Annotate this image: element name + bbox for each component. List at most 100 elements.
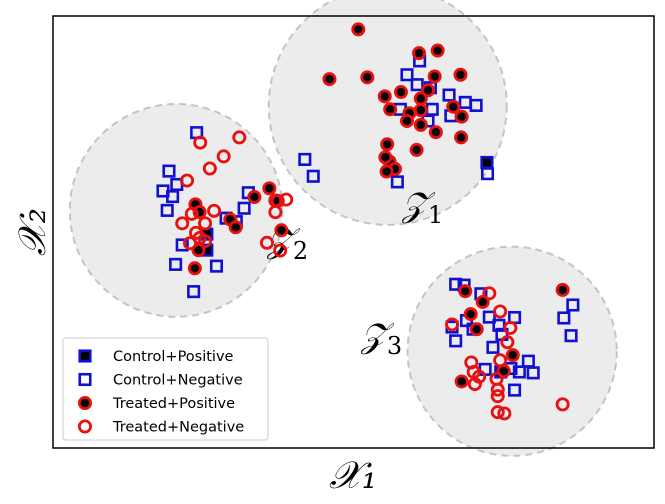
point-treated-negative bbox=[183, 236, 198, 251]
point-treated-negative bbox=[493, 353, 508, 368]
point-control-negative bbox=[156, 184, 170, 198]
point-treated-negative bbox=[279, 192, 294, 207]
point-control-positive bbox=[480, 155, 494, 169]
series-treated-negative bbox=[175, 130, 570, 421]
point-treated-positive bbox=[413, 91, 428, 106]
cluster-label-subscript-2: 2 bbox=[293, 237, 308, 265]
point-treated-negative bbox=[202, 161, 217, 176]
cluster-label-3: 𝒵3 bbox=[360, 316, 402, 360]
point-control-negative bbox=[480, 167, 495, 181]
point-treated-positive bbox=[413, 103, 428, 118]
point-control-negative bbox=[187, 285, 201, 299]
point-treated-positive bbox=[413, 117, 428, 132]
point-treated-negative bbox=[268, 205, 283, 220]
point-treated-positive bbox=[555, 282, 570, 297]
point-treated-positive bbox=[393, 85, 408, 100]
point-treated-positive bbox=[428, 125, 443, 140]
y-axis-label: 𝒳₂ bbox=[10, 208, 54, 256]
cluster-label-1: 𝒵1 bbox=[401, 185, 443, 229]
legend-box bbox=[62, 337, 269, 441]
point-treated-positive bbox=[458, 284, 473, 299]
point-treated-positive bbox=[399, 113, 414, 128]
legend-marker-control-negative bbox=[78, 372, 92, 387]
point-treated-positive bbox=[454, 374, 469, 389]
point-treated-negative bbox=[216, 149, 231, 164]
point-treated-negative bbox=[482, 286, 497, 301]
point-treated-negative bbox=[503, 320, 518, 335]
point-treated-positive bbox=[377, 89, 392, 104]
point-treated-positive bbox=[322, 72, 337, 87]
point-control-negative bbox=[512, 365, 526, 379]
point-control-negative bbox=[175, 238, 189, 252]
point-treated-positive bbox=[379, 164, 394, 179]
point-control-negative bbox=[486, 340, 500, 354]
x-axis-label: 𝒳₁ bbox=[329, 453, 377, 497]
legend-label-treated-positive: Treated+Positive bbox=[112, 396, 235, 412]
point-treated-positive bbox=[247, 190, 262, 205]
legend-marker-treated-negative bbox=[78, 419, 93, 434]
cluster-region-2 bbox=[68, 103, 284, 318]
point-control-negative bbox=[162, 164, 176, 178]
legend-marker-control-positive bbox=[78, 349, 92, 363]
point-treated-negative bbox=[259, 235, 274, 250]
point-control-negative bbox=[209, 259, 224, 273]
legend-item-control-negative: Control+Negative bbox=[78, 372, 243, 389]
point-treated-positive bbox=[274, 223, 289, 238]
legend-label-control-negative: Control+Negative bbox=[113, 373, 243, 389]
point-control-negative bbox=[508, 383, 522, 397]
point-control-negative bbox=[566, 298, 580, 312]
point-treated-positive bbox=[463, 307, 478, 322]
point-treated-negative bbox=[180, 173, 195, 188]
point-control-negative bbox=[469, 98, 483, 112]
point-treated-negative bbox=[555, 397, 570, 412]
point-control-negative bbox=[169, 257, 183, 271]
point-treated-negative bbox=[490, 389, 505, 404]
point-treated-negative bbox=[198, 234, 213, 249]
point-treated-positive bbox=[427, 69, 442, 84]
cluster-label-subscript-1: 1 bbox=[428, 201, 443, 229]
point-treated-negative bbox=[184, 206, 199, 221]
point-treated-negative bbox=[497, 406, 512, 421]
cluster-label-subscript-3: 3 bbox=[387, 332, 402, 360]
point-control-negative bbox=[160, 203, 174, 217]
point-treated-positive bbox=[262, 181, 277, 196]
point-treated-positive bbox=[360, 70, 375, 85]
point-control-negative bbox=[564, 329, 578, 343]
point-treated-positive bbox=[378, 150, 393, 165]
point-control-negative bbox=[557, 311, 571, 325]
point-treated-positive bbox=[453, 67, 468, 82]
point-treated-positive bbox=[383, 102, 398, 117]
point-treated-positive bbox=[505, 348, 520, 363]
point-treated-negative bbox=[472, 369, 487, 384]
point-control-negative bbox=[306, 169, 320, 183]
point-treated-negative bbox=[232, 130, 247, 145]
point-treated-positive bbox=[446, 99, 461, 114]
point-treated-positive bbox=[351, 22, 366, 37]
data-points bbox=[156, 22, 580, 421]
point-treated-positive bbox=[469, 322, 484, 337]
plot-area-frame bbox=[52, 15, 655, 449]
point-treated-positive bbox=[412, 46, 427, 61]
point-treated-negative bbox=[500, 335, 515, 350]
point-treated-negative bbox=[189, 225, 204, 240]
point-control-negative bbox=[442, 88, 456, 102]
legend-marker-treated-positive bbox=[78, 395, 93, 410]
point-control-negative bbox=[410, 78, 424, 92]
point-control-negative bbox=[237, 201, 251, 215]
point-treated-positive bbox=[454, 130, 469, 145]
point-treated-negative bbox=[193, 135, 208, 150]
cluster-regions bbox=[68, 0, 618, 457]
point-control-negative bbox=[526, 366, 540, 380]
point-treated-positive bbox=[380, 137, 395, 152]
point-treated-positive bbox=[454, 109, 469, 124]
legend-label-treated-negative: Treated+Negative bbox=[112, 420, 244, 436]
point-treated-negative bbox=[175, 216, 190, 231]
legend-label-control-positive: Control+Positive bbox=[113, 349, 234, 365]
legend-item-treated-positive: Treated+Positive bbox=[78, 395, 235, 412]
point-control-negative bbox=[482, 310, 496, 324]
point-control-negative bbox=[390, 175, 404, 189]
point-treated-positive bbox=[430, 43, 445, 58]
point-control-negative bbox=[449, 277, 463, 291]
point-treated-negative bbox=[445, 317, 460, 332]
